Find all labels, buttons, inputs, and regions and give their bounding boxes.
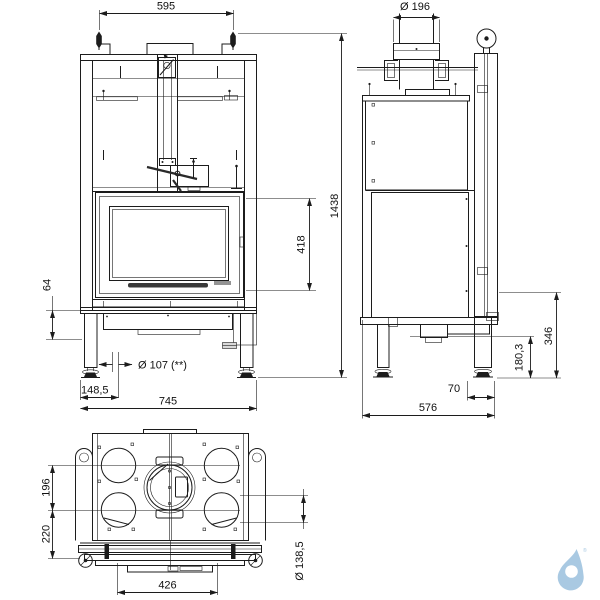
front-feet [81, 367, 256, 378]
dim-front-intake-diameter: Ø 107 (**) [98, 352, 187, 398]
door-handle-bar [128, 283, 208, 288]
dim-label-220: 220 [41, 525, 53, 543]
side-dimensions: Ø 196 346 180,3 70 576 [362, 1, 561, 419]
dim-label-196-flue: Ø 196 [400, 1, 430, 13]
dim-label-418: 418 [296, 235, 308, 253]
counterweight-pulley [476, 28, 497, 49]
dim-front-door-height: 418 [246, 198, 316, 291]
dim-top-outlet-diameter: Ø 138,5 [240, 489, 308, 581]
dim-side-flue-diameter: Ø 196 [393, 1, 440, 42]
flue-opening [143, 456, 196, 519]
registered-mark: ® [583, 547, 587, 554]
fastener-marks [97, 442, 240, 531]
dim-label-576: 576 [419, 402, 437, 414]
brand-label [214, 281, 231, 285]
top-view-feet [78, 553, 263, 568]
top-view [75, 429, 266, 573]
front-dimensions: 595 1438 418 64 Ø 107 (**) [42, 1, 347, 411]
brand-logo: ® [557, 547, 587, 591]
dim-side-rear-leg-offset: 70 [448, 381, 495, 401]
dim-label-196-top: 196 [41, 478, 53, 496]
dim-side-leg-height: 180,3 [514, 336, 533, 379]
dim-side-base-height: 346 [497, 292, 561, 379]
dim-top-row-spacing: 196 [41, 465, 55, 511]
dim-label-138-5: Ø 138,5 [294, 541, 306, 580]
dim-top-front-spacing: 220 [41, 510, 55, 559]
dim-front-top-width: 595 [99, 1, 234, 30]
dim-label-595: 595 [157, 1, 175, 13]
air-hole-bottom-right [203, 492, 240, 528]
dim-side-total-depth: 576 [362, 320, 495, 419]
dim-front-total-width: 745 [80, 380, 257, 411]
dim-label-346: 346 [543, 327, 555, 345]
dim-label-64: 64 [42, 279, 54, 291]
dim-front-base-step: 64 [42, 279, 103, 340]
side-view [357, 13, 534, 378]
top-dimensions: 196 220 426 Ø 138,5 [41, 465, 308, 595]
dim-label-180-3: 180,3 [514, 344, 526, 372]
dim-label-745: 745 [159, 396, 177, 408]
firebox-door [95, 192, 244, 298]
dim-label-1438: 1438 [329, 194, 341, 218]
dim-label-148-5: 148,5 [81, 385, 109, 397]
dim-label-107: Ø 107 (**) [138, 360, 187, 372]
dim-label-426: 426 [158, 580, 176, 592]
dim-front-intake-offset: 148,5 [80, 380, 119, 400]
front-view [80, 31, 257, 378]
dim-label-70: 70 [448, 383, 460, 395]
dim-top-front-width: 426 [117, 563, 218, 595]
dim-front-total-height: 1438 [238, 33, 347, 378]
air-hole-bottom-left [100, 492, 137, 528]
